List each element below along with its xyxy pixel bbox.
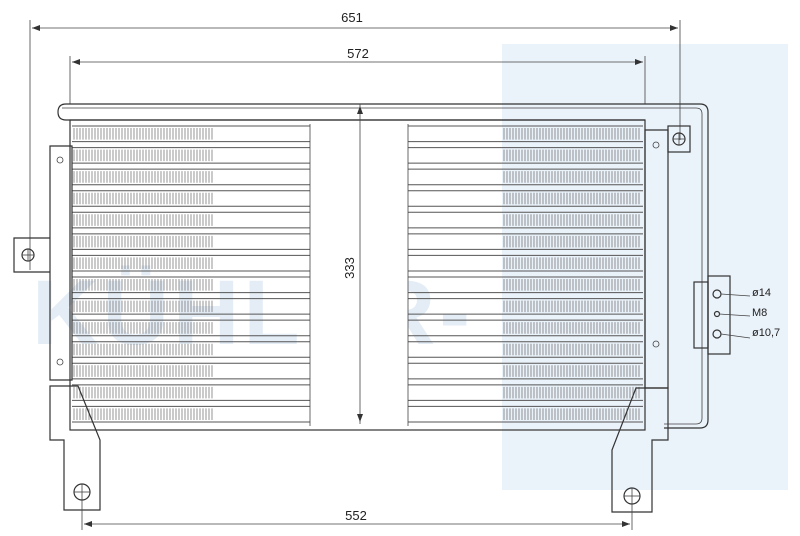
top-header-tube <box>66 103 709 429</box>
dim-overall-width: 651 <box>29 10 681 270</box>
connection-block <box>693 275 751 355</box>
header-return <box>57 103 645 121</box>
port-2-label: M8 <box>752 307 767 319</box>
dim-core-width: 572 <box>69 46 646 104</box>
mount-span-label: 552 <box>345 508 367 523</box>
core-height-label: 333 <box>342 257 357 279</box>
left-side-bracket <box>13 145 73 381</box>
port-1-label: ø14 <box>752 287 771 299</box>
core-center-gap <box>310 124 408 426</box>
core-width-label: 572 <box>347 46 369 61</box>
dim-mount-span: 552 <box>81 500 633 530</box>
left-mount-foot <box>49 385 101 511</box>
port-3-label: ø10,7 <box>752 327 780 339</box>
dim-core-height: 333 <box>342 104 363 424</box>
overall-width-label: 651 <box>341 10 363 25</box>
